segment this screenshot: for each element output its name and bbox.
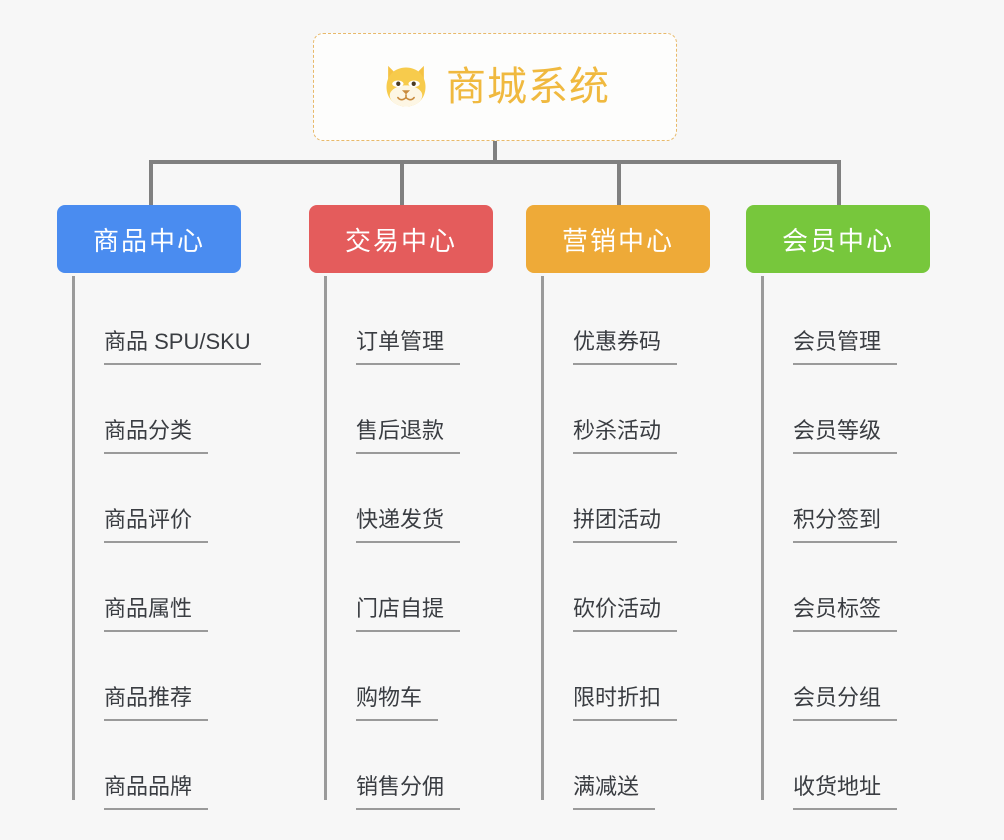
list-item[interactable]: 商品品牌 <box>72 721 261 810</box>
list-item[interactable]: 积分签到 <box>761 454 898 543</box>
category-label-marketing-center: 营销中心 <box>561 225 674 256</box>
connector-horizontal-bus <box>149 160 841 164</box>
root-node[interactable]: 商城系统 <box>313 33 677 141</box>
connector-drop-product-center <box>149 160 153 205</box>
leaf-label: 快递发货 <box>356 509 461 543</box>
list-item[interactable]: 会员分组 <box>761 632 898 721</box>
leaf-label: 秒杀活动 <box>573 420 678 454</box>
leaf-label: 商品推荐 <box>104 687 209 721</box>
leaf-label: 商品属性 <box>104 598 209 632</box>
category-box-product-center[interactable]: 商品中心 <box>57 205 241 273</box>
connector-drop-member-center <box>837 160 841 205</box>
list-item[interactable]: 快递发货 <box>324 454 461 543</box>
leaf-label: 会员标签 <box>793 598 898 632</box>
category-box-marketing-center[interactable]: 营销中心 <box>526 205 710 273</box>
leaf-label: 满减送 <box>573 776 656 810</box>
list-item[interactable]: 商品分类 <box>72 365 261 454</box>
list-item[interactable]: 会员等级 <box>761 365 898 454</box>
list-item[interactable]: 门店自提 <box>324 543 461 632</box>
branch-member-center: 会员管理 会员等级 积分签到 会员标签 会员分组 收货地址 <box>761 276 898 810</box>
list-item[interactable]: 会员管理 <box>761 276 898 365</box>
branch-trunk-trade-center <box>324 276 327 800</box>
list-item[interactable]: 商品属性 <box>72 543 261 632</box>
leaf-label: 购物车 <box>356 687 439 721</box>
list-item[interactable]: 砍价活动 <box>541 543 678 632</box>
connector-root-stub <box>493 141 497 164</box>
leaf-label: 收货地址 <box>793 776 898 810</box>
category-label-member-center: 会员中心 <box>781 225 894 256</box>
leaf-label: 会员分组 <box>793 687 898 721</box>
leaf-label: 会员等级 <box>793 420 898 454</box>
leaf-label: 砍价活动 <box>573 598 678 632</box>
branch-trunk-member-center <box>761 276 764 800</box>
category-label-product-center: 商品中心 <box>92 225 205 256</box>
list-item[interactable]: 秒杀活动 <box>541 365 678 454</box>
list-item[interactable]: 优惠券码 <box>541 276 678 365</box>
leaf-label: 商品 SPU/SKU <box>104 331 261 365</box>
branch-trade-center: 订单管理 售后退款 快递发货 门店自提 购物车 销售分佣 <box>324 276 461 810</box>
category-box-member-center[interactable]: 会员中心 <box>746 205 930 273</box>
leaf-label: 销售分佣 <box>356 776 461 810</box>
list-item[interactable]: 拼团活动 <box>541 454 678 543</box>
category-label-trade-center: 交易中心 <box>344 225 457 256</box>
root-label: 商城系统 <box>446 65 610 109</box>
list-item[interactable]: 销售分佣 <box>324 721 461 810</box>
branch-marketing-center: 优惠券码 秒杀活动 拼团活动 砍价活动 限时折扣 满减送 <box>541 276 678 810</box>
leaf-label: 商品评价 <box>104 509 209 543</box>
leaf-label: 商品品牌 <box>104 776 209 810</box>
leaf-label: 拼团活动 <box>573 509 678 543</box>
list-item[interactable]: 商品推荐 <box>72 632 261 721</box>
list-item[interactable]: 购物车 <box>324 632 460 721</box>
list-item[interactable]: 售后退款 <box>324 365 461 454</box>
list-item[interactable]: 订单管理 <box>324 276 461 365</box>
list-item[interactable]: 商品评价 <box>72 454 261 543</box>
branch-trunk-marketing-center <box>541 276 544 800</box>
leaf-label: 商品分类 <box>104 420 209 454</box>
list-item[interactable]: 满减送 <box>541 721 677 810</box>
leaf-label: 会员管理 <box>793 331 898 365</box>
branch-product-center: 商品 SPU/SKU 商品分类 商品评价 商品属性 商品推荐 商品品牌 <box>72 276 261 810</box>
leaf-label: 门店自提 <box>356 598 461 632</box>
connector-drop-marketing-center <box>617 160 621 205</box>
leaf-label: 优惠券码 <box>573 331 678 365</box>
leaf-label: 积分签到 <box>793 509 898 543</box>
list-item[interactable]: 会员标签 <box>761 543 898 632</box>
list-item[interactable]: 限时折扣 <box>541 632 678 721</box>
category-box-trade-center[interactable]: 交易中心 <box>309 205 493 273</box>
list-item[interactable]: 商品 SPU/SKU <box>72 276 261 365</box>
list-item[interactable]: 收货地址 <box>761 721 898 810</box>
shiba-dog-emoji <box>380 61 432 113</box>
leaf-label: 售后退款 <box>356 420 461 454</box>
branch-trunk-product-center <box>72 276 75 800</box>
leaf-label: 订单管理 <box>356 331 461 365</box>
connector-drop-trade-center <box>400 160 404 205</box>
leaf-label: 限时折扣 <box>573 687 678 721</box>
